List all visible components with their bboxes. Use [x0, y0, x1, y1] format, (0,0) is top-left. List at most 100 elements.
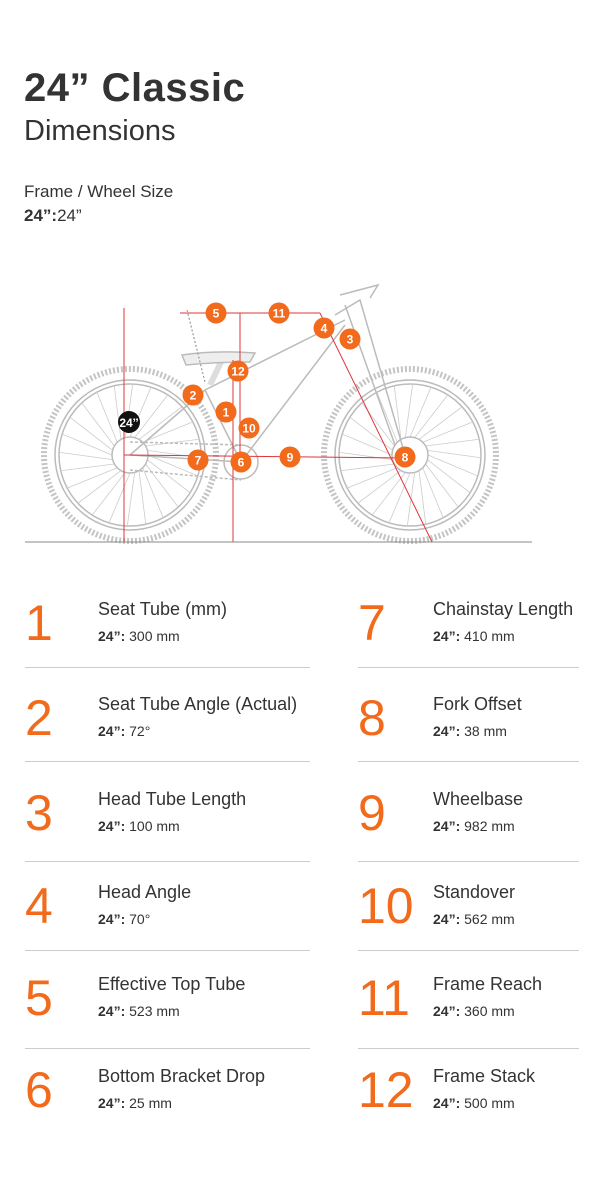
marker-4: 4: [313, 317, 335, 339]
marker-10: 10: [238, 417, 260, 439]
spoke: [427, 459, 471, 494]
wheel-size-badge-label: 24ˮ: [119, 416, 138, 430]
marker-label: 1: [223, 406, 230, 420]
spec-value: 24”: 300 mm: [98, 628, 180, 644]
spec-row-6: 6 Bottom Bracket Drop 24”: 25 mm: [25, 1062, 310, 1157]
spec-row-7: 7 Chainstay Length 24”: 410 mm: [358, 595, 579, 690]
spec-name: Effective Top Tube: [98, 974, 246, 994]
marker-circle: [230, 451, 252, 473]
marker-7: 7: [187, 449, 209, 471]
spec-name: Bottom Bracket Drop: [98, 1066, 266, 1086]
spoke: [67, 467, 118, 489]
marker-6: 6: [230, 451, 252, 473]
marker-label: 11: [273, 307, 286, 321]
spec-measurement: 100 mm: [129, 818, 180, 834]
spec-value: 24”: 360 mm: [433, 1003, 515, 1019]
spec-number: 6: [25, 1062, 53, 1118]
spec-name: Wheelbase: [433, 789, 524, 809]
frame-size: 24”:: [24, 206, 58, 225]
spoke: [60, 463, 115, 472]
spec-size: 24”:: [98, 818, 126, 834]
marker-circle: [182, 384, 204, 406]
spoke: [338, 451, 393, 461]
marker-label: 2: [190, 389, 197, 403]
spec-number: 12: [358, 1062, 414, 1118]
marker-2: 2: [182, 384, 204, 406]
spec-value: 24”: 562 mm: [433, 911, 515, 927]
marker-11: 11: [268, 302, 290, 324]
marker-5: 5: [205, 302, 227, 324]
spec-size: 24”:: [433, 1003, 461, 1019]
spec-name: Fork Offset: [433, 694, 522, 714]
marker-circle: [313, 317, 335, 339]
spoke: [425, 463, 459, 508]
spoke: [138, 406, 183, 440]
marker-label: 7: [195, 454, 202, 468]
marker-circle: [187, 449, 209, 471]
marker-label: 5: [213, 307, 220, 321]
spec-value: 24”: 70°: [98, 911, 150, 927]
spoke: [91, 472, 126, 516]
marker-circle: [227, 360, 249, 382]
frame-wheel-value: 24”:24”: [24, 206, 82, 226]
spec-number: 5: [25, 970, 53, 1026]
marker-circle: [215, 401, 237, 423]
spec-name: Standover: [433, 882, 516, 902]
spoke: [62, 433, 113, 456]
marker-circle: [238, 417, 260, 439]
spoke: [376, 392, 398, 443]
spec-measurement: 38 mm: [464, 723, 507, 739]
spoke: [126, 472, 136, 527]
spec-size: 24”:: [433, 818, 461, 834]
spec-number: 3: [25, 785, 53, 841]
spec-row-8: 8 Fork Offset 24”: 38 mm: [358, 690, 579, 785]
page-subtitle: Dimensions: [24, 115, 176, 147]
spec-measurement: 72°: [129, 723, 151, 739]
spoke: [69, 416, 113, 451]
row-divider: [358, 667, 579, 668]
spoke: [414, 394, 449, 438]
frame-wheel-label: Frame / Wheel Size: [24, 182, 174, 201]
spec-row-4: 4 Head Angle 24”: 70°: [25, 878, 310, 973]
spoke: [427, 449, 482, 459]
spoke: [108, 472, 131, 523]
marker-12: 12: [227, 360, 249, 382]
spec-number: 4: [25, 878, 53, 934]
spec-size: 24”:: [433, 1095, 461, 1111]
spec-measurement: 523 mm: [129, 1003, 180, 1019]
spoke: [409, 387, 432, 438]
spoke: [388, 472, 411, 523]
spec-value: 24”: 25 mm: [98, 1095, 172, 1111]
spoke: [77, 470, 122, 504]
spec-name: Seat Tube Angle (Actual): [98, 694, 298, 714]
spec-measurement: 562 mm: [464, 911, 515, 927]
spoke: [427, 454, 478, 477]
row-divider: [358, 1048, 579, 1049]
spec-size: 24”:: [98, 1095, 126, 1111]
spoke: [58, 451, 113, 461]
spoke: [422, 467, 444, 518]
spoke: [393, 385, 402, 440]
spec-size: 24”:: [98, 911, 126, 927]
row-divider: [25, 1048, 310, 1049]
spec-name: Head Angle: [98, 882, 192, 902]
spec-number: 1: [25, 595, 53, 651]
spec-row-10: 10 Standover 24”: 562 mm: [358, 878, 579, 973]
spec-row-2: 2 Seat Tube Angle (Actual) 24”: 72°: [25, 690, 310, 785]
spec-size: 24”:: [98, 723, 126, 739]
spec-number: 2: [25, 690, 53, 746]
spec-measurement: 360 mm: [464, 1003, 515, 1019]
spec-size: 24”:: [433, 911, 461, 927]
spoke: [147, 459, 191, 494]
marker-label: 3: [347, 333, 354, 347]
spec-row-3: 3 Head Tube Length 24”: 100 mm: [25, 785, 310, 880]
marker-circle: [279, 446, 301, 468]
marker-9: 9: [279, 446, 301, 468]
spoke: [342, 433, 393, 456]
spec-row-9: 9 Wheelbase 24”: 982 mm: [358, 785, 579, 880]
marker-label: 8: [402, 451, 409, 465]
spec-number: 11: [358, 970, 410, 1026]
bike-drawing: [41, 283, 499, 544]
spoke: [418, 470, 427, 525]
spoke: [96, 392, 118, 443]
